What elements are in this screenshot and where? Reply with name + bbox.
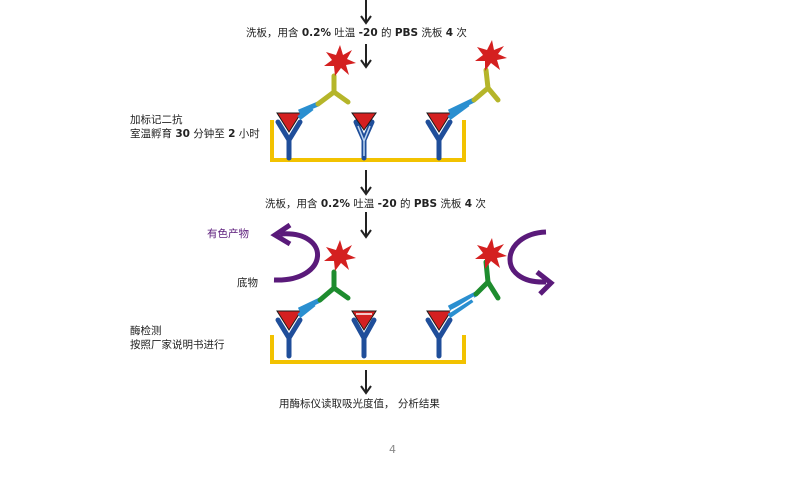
primary-antibody-6 [447,291,478,319]
secondary-antibody-incubation: 室温孵育 30 分钟至 2 小时 [130,128,260,140]
primary-antibody-1 [297,101,319,120]
primary-antibody-3 [447,97,476,121]
substrate-label: 底物 [237,277,258,289]
enzyme-detection-title: 酶检测 [130,325,162,337]
enzyme-label-3 [475,40,507,71]
substrate-conversion-arrow-left [270,222,320,283]
enzyme-label-6 [475,238,507,269]
final-step: 用酶标仪读取吸光度值， 分析结果 [279,398,440,410]
page-number: 4 [389,443,396,456]
antigen-3 [426,112,452,133]
flow-arrow-5 [360,370,372,395]
antigen-4 [276,310,302,331]
enzyme-label-1 [324,45,356,76]
microplate-well-1 [270,120,466,162]
enzyme-label-4 [324,240,356,271]
antigen-1 [276,112,302,133]
antigen-5 [351,310,377,331]
flow-arrow-top [360,0,372,25]
substrate-conversion-arrow-right [507,229,555,296]
flow-arrow-3 [360,170,372,196]
secondary-antibody-title: 加标记二抗 [130,114,183,126]
secondary-antibody-bound-3 [471,67,501,103]
colored-product-label: 有色产物 [207,228,249,240]
flow-arrow-2 [360,44,372,69]
capture-antibody-1 [275,119,303,161]
secondary-antibody-green-1 [317,269,351,303]
capture-antibody-2 [353,119,375,161]
capture-antibody-6 [425,317,453,359]
antigen-6 [426,310,452,331]
wash-step-2: 洗板，用含 0.2% 吐温 -20 的 PBS 洗板 4 次 [265,198,486,210]
primary-antibody-4 [297,297,322,318]
enzyme-detection-desc: 按照厂家说明书进行 [130,339,225,351]
secondary-antibody-bound-1 [315,73,351,107]
capture-antibody-3 [425,119,453,161]
microplate-well-2 [270,335,466,364]
capture-antibody-4 [275,317,303,359]
wash-step-1: 洗板，用含 0.2% 吐温 -20 的 PBS 洗板 4 次 [246,27,467,39]
secondary-antibody-green-2 [473,259,501,301]
flow-arrow-4 [360,212,372,239]
antigen-2 [351,112,377,131]
capture-antibody-5 [351,317,377,359]
